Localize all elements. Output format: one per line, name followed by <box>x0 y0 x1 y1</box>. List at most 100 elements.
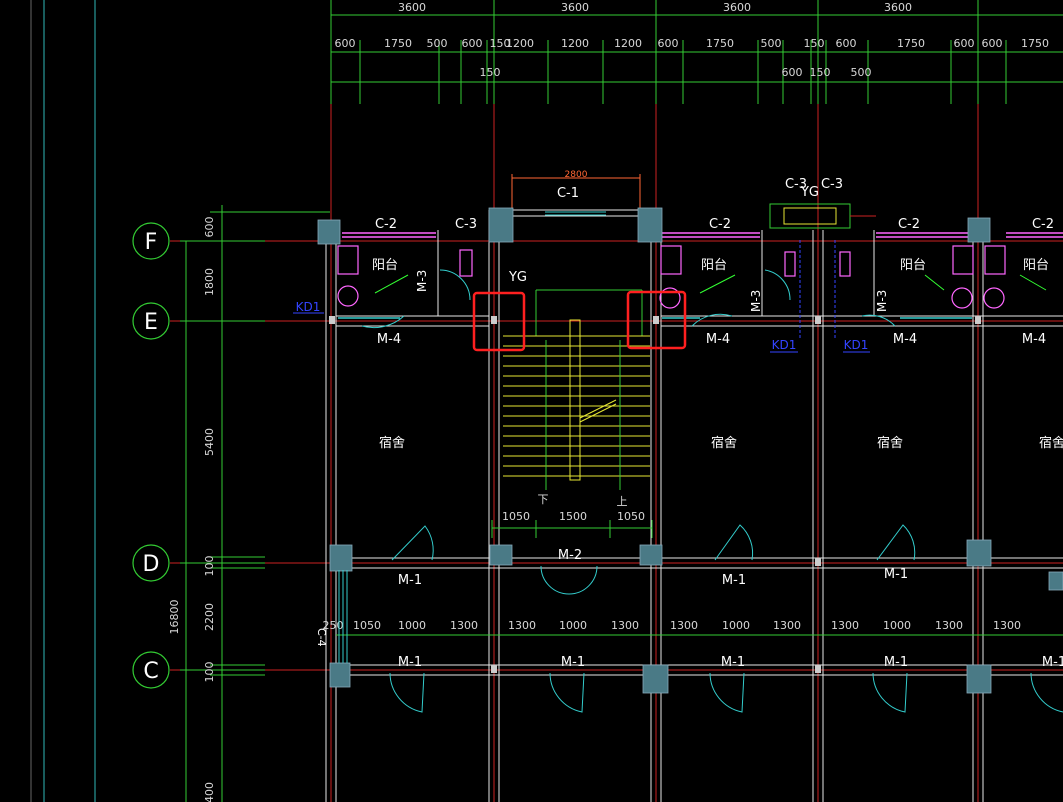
top-dimensions <box>330 0 1063 104</box>
window-tag-c1: C-1 <box>557 186 579 201</box>
dim-label: 1200 <box>506 37 534 50</box>
left-dimensions <box>180 205 330 802</box>
dim-label: 600 <box>836 37 857 50</box>
stair-down-label: 下 <box>538 493 549 506</box>
dim-label: 150 <box>804 37 825 50</box>
dim-label: 600 <box>335 37 356 50</box>
window-tag-c2: C-2 <box>375 217 397 232</box>
window-tag-c2: C-2 <box>1032 217 1054 232</box>
door-tag-m4: M-4 <box>893 332 917 347</box>
dim-label: 100 <box>203 662 216 683</box>
dim-label: 1300 <box>935 619 963 632</box>
highlight-box-right <box>626 290 687 350</box>
dim-label: 150 <box>480 66 501 79</box>
axis-label: C <box>143 659 158 684</box>
door-tag-m1: M-1 <box>884 567 908 582</box>
door-tag-m3: M-3 <box>415 270 429 292</box>
room-label-dorm: 宿舍 <box>877 435 903 451</box>
room-label-balcony: 阳台 <box>701 258 727 273</box>
door-tag-m1: M-1 <box>398 655 422 670</box>
small-posts <box>329 316 981 673</box>
window-tag-c3: C-3 <box>821 177 843 192</box>
dim-label: 150 <box>490 37 511 50</box>
highlight-boxes <box>472 290 687 352</box>
door-tags-vertical: M-3 M-3 M-3 <box>415 270 889 312</box>
door-tag-m2: M-2 <box>558 548 582 563</box>
top-dim-row3-labels: 150 600 150 500 <box>480 66 872 79</box>
dim-label: 1300 <box>831 619 859 632</box>
dim-total-label: 16800 <box>168 600 181 635</box>
room-label-dorm: 宿舍 <box>711 435 737 451</box>
room-label-balcony: 阳台 <box>1023 258 1049 273</box>
dim-label: 1300 <box>993 619 1021 632</box>
door-tag-m1: M-1 <box>561 655 585 670</box>
c1-width-label: 2800 <box>565 170 588 180</box>
kd1-tag: KD1 <box>296 300 321 314</box>
dim-label: 5400 <box>203 428 216 456</box>
dim-label: 1050 <box>502 510 530 523</box>
dim-label: 600 <box>203 217 216 238</box>
dim-label: 1000 <box>398 619 426 632</box>
left-dim-labels: 600 1800 5400 100 2200 100 4400 16800 <box>168 217 216 802</box>
room-label-dorm: 宿舍 <box>379 435 405 451</box>
dim-label: 3600 <box>398 1 426 14</box>
door-tags: M-4 M-4 M-4 M-4 M-1 M-1 M-1 M-1 M-1 M-1 … <box>377 332 1063 670</box>
door-tag-m4: M-4 <box>706 332 730 347</box>
dim-label: 1750 <box>1021 37 1049 50</box>
dim-label: 1200 <box>614 37 642 50</box>
yg-tag: YG <box>800 185 819 200</box>
dim-label: 600 <box>462 37 483 50</box>
window-tags: C-1 C-2 C-2 C-2 C-2 C-3 C-3 C-3 <box>375 177 1054 232</box>
kd1-tag: KD1 <box>844 338 869 352</box>
door-tag-m3: M-3 <box>875 290 889 312</box>
door-tag-m1: M-1 <box>884 655 908 670</box>
dim-label: 1750 <box>897 37 925 50</box>
bathroom-fixtures <box>337 245 1006 309</box>
window-c4 <box>338 570 348 663</box>
dim-label: 3600 <box>723 1 751 14</box>
arrows <box>374 274 1047 294</box>
dim-label: 3600 <box>884 1 912 14</box>
room-label-balcony: 阳台 <box>900 258 926 273</box>
window-tag-c4: C-4 <box>315 628 328 647</box>
tag-labels: YG YG KD1 KD1 KD1 <box>296 185 869 352</box>
room-label-balcony: 阳台 <box>372 258 398 273</box>
dim-label: 1000 <box>559 619 587 632</box>
top-dim-row1-labels: 3600 3600 3600 3600 <box>398 1 912 14</box>
dim-label: 1200 <box>561 37 589 50</box>
door-tag-m1: M-1 <box>721 655 745 670</box>
dim-label: 1300 <box>508 619 536 632</box>
dim-label: 1800 <box>203 268 216 296</box>
yg-tag: YG <box>508 270 527 285</box>
dim-label: 500 <box>427 37 448 50</box>
window-tag-c2: C-2 <box>898 217 920 232</box>
dim-label: 4400 <box>203 782 216 802</box>
axis-label: F <box>145 230 158 255</box>
dim-label: 600 <box>954 37 975 50</box>
dim-label: 1750 <box>384 37 412 50</box>
highlight-box-left <box>472 291 526 352</box>
dim-label: 2200 <box>203 603 216 631</box>
dim-label: 150 <box>810 66 831 79</box>
dim-label: 1750 <box>706 37 734 50</box>
axis-bubble-C: C <box>132 651 170 689</box>
dim-label: 3600 <box>561 1 589 14</box>
door-tag-m1: M-1 <box>1042 655 1063 670</box>
dim-label: 600 <box>982 37 1003 50</box>
window-tag-c3: C-3 <box>785 177 807 192</box>
dim-label: 500 <box>761 37 782 50</box>
door-tag-m4: M-4 <box>377 332 401 347</box>
axis-bubble-D: D <box>132 544 170 582</box>
dim-label: 1000 <box>883 619 911 632</box>
dim-label: 1300 <box>670 619 698 632</box>
kd1-leaders <box>293 240 870 353</box>
dim-label: 1050 <box>617 510 645 523</box>
top-dim-row2-labels: 600 1750 500 600 150 1200 1200 1200 600 … <box>335 37 1050 50</box>
dim-label: 1300 <box>450 619 478 632</box>
window-tag-c2: C-2 <box>709 217 731 232</box>
dim-label: 500 <box>851 66 872 79</box>
frame-lines <box>30 0 96 802</box>
door-tag-m1: M-1 <box>398 573 422 588</box>
dim-label: 1500 <box>559 510 587 523</box>
